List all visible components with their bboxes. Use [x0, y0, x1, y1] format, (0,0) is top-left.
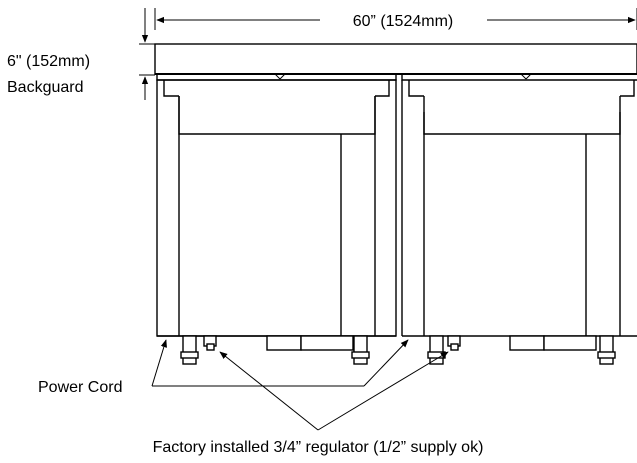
backguard-dimension: 6" (152mm) Backguard	[7, 8, 155, 100]
left-caster-front-right	[353, 335, 368, 365]
left-drain-box-b	[300, 335, 354, 351]
power-cord-label: Power Cord	[38, 379, 122, 396]
right-caster-front-left	[429, 335, 444, 365]
left-regulator-fitting	[206, 343, 215, 351]
left-rim-notch-b	[279, 73, 286, 80]
left-rim-notch-a	[274, 73, 281, 80]
right-frypot-lower	[423, 112, 621, 135]
power-cord-arrow-left	[151, 339, 167, 387]
backguard-height-label: 6" (152mm)	[7, 53, 90, 70]
backguard-label: Backguard	[7, 79, 84, 96]
right-drain-box-a	[509, 335, 545, 351]
width-dimension: 60” (1524mm)	[154, 8, 637, 30]
left-frypot-lower	[178, 112, 376, 135]
left-cabinet-outline	[156, 79, 397, 337]
right-frypot-band	[408, 80, 635, 97]
width-label: 60” (1524mm)	[353, 13, 453, 30]
power-cord-arrow-right	[363, 339, 409, 387]
right-rim-notch-b	[525, 73, 532, 80]
regulator-label: Factory installed 3/4” regulator (1/2” s…	[153, 439, 484, 456]
left-caster-nut-right	[351, 351, 370, 359]
right-drain-box-b	[543, 335, 597, 351]
regulator-arrow-left	[219, 351, 319, 431]
right-caster-nut-right	[597, 351, 616, 359]
right-regulator-fitting	[450, 343, 459, 351]
fryer-unit-left	[156, 73, 397, 365]
left-frypot-band	[163, 80, 390, 97]
right-caster-front-right	[599, 335, 614, 365]
right-rim-notch-a	[520, 73, 527, 80]
fryer-unit-right	[401, 73, 637, 365]
regulator-arrow-right	[317, 351, 449, 431]
left-caster-front-left	[182, 335, 197, 365]
left-drain-box-a	[266, 335, 302, 351]
power-cord-callout: Power Cord	[38, 339, 409, 396]
left-caster-nut-left	[180, 351, 199, 359]
backguard-panel	[154, 43, 637, 75]
regulator-callout: Factory installed 3/4” regulator (1/2” s…	[153, 351, 484, 456]
